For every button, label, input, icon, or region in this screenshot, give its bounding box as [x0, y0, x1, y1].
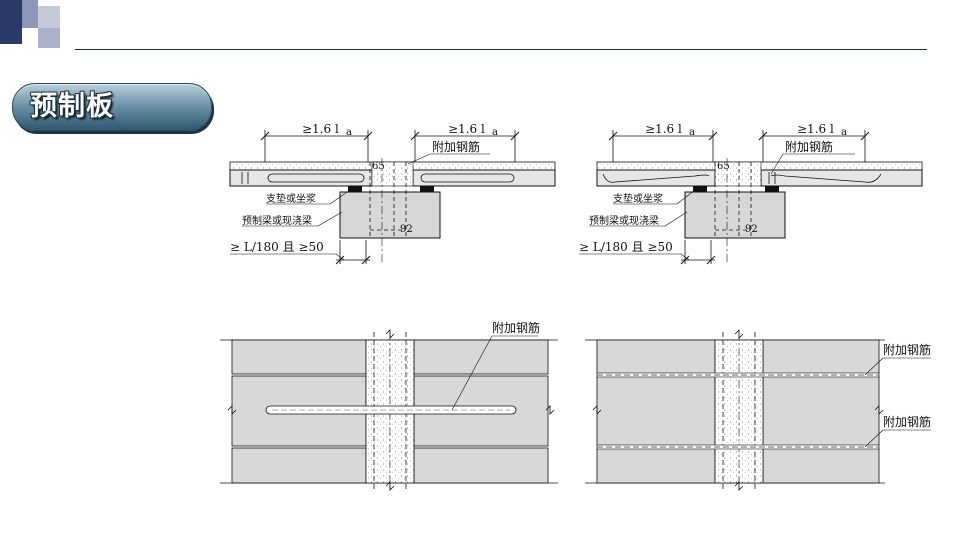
label-support: 支垫或坐浆 [266, 192, 316, 205]
mark-top: 65 [717, 161, 730, 172]
mark-top: 65 [372, 161, 385, 172]
dim-right-subscript: a [492, 127, 498, 138]
label-rebar-top: 附加钢筋 [883, 342, 931, 357]
label-rebar: 附加钢筋 [785, 139, 833, 154]
header-rule [75, 49, 927, 50]
dim-left-subscript: a [689, 127, 695, 138]
dim-right-label: ≥1.6 l [797, 122, 834, 136]
dim-left-label: ≥1.6 l [302, 122, 339, 136]
plan-diagram-left: 附加钢筋 [220, 320, 558, 491]
corner-decor-mid-block [22, 0, 38, 28]
mark-bottom: 92 [400, 224, 413, 235]
label-bearing: ≥ L/180 且 ≥50 [579, 240, 673, 254]
title-badge [12, 83, 212, 131]
label-beam: 预制梁或现浇梁 [242, 214, 312, 227]
section-diagram-right: ≥1.6 l a ≥1.6 l a 65 92 附加钢筋 支垫或坐浆 预制梁或现… [579, 122, 923, 265]
label-rebar: 附加钢筋 [492, 320, 540, 335]
dim-left-subscript: a [346, 127, 352, 138]
label-bearing: ≥ L/180 且 ≥50 [230, 240, 324, 254]
label-support: 支垫或坐浆 [613, 192, 663, 205]
label-beam: 预制梁或现浇梁 [589, 214, 659, 227]
corner-decor-small-block [38, 28, 60, 48]
dim-left-label: ≥1.6 l [645, 122, 682, 136]
label-rebar-bottom: 附加钢筋 [883, 414, 931, 429]
corner-decor-light-block [38, 6, 60, 28]
dim-right-subscript: a [841, 127, 847, 138]
label-rebar: 附加钢筋 [432, 139, 480, 154]
corner-decor-dark-block [0, 0, 22, 44]
mark-bottom: 92 [745, 224, 758, 235]
page-title: 预制板 [30, 91, 114, 122]
plan-diagram-right: 附加钢筋 附加钢筋 [585, 329, 931, 491]
section-diagram-left: ≥1.6 l a ≥1.6 l a 65 92 附加钢筋 支垫或坐浆 预制梁或现… [229, 122, 556, 265]
dim-right-label: ≥1.6 l [448, 122, 485, 136]
